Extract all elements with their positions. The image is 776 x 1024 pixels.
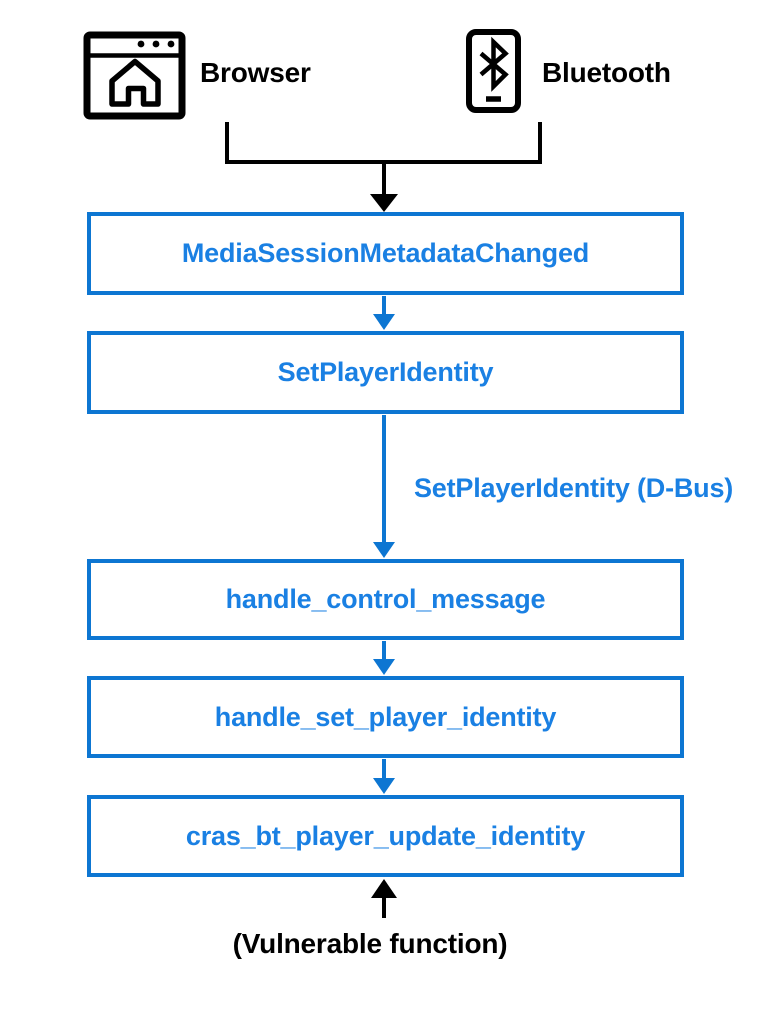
browser-label: Browser (200, 57, 311, 88)
browser-window-icon (83, 31, 186, 120)
arrow-box3-box4 (373, 641, 395, 675)
bluetooth-label: Bluetooth (542, 57, 671, 88)
vulnerable-function-label: (Vulnerable function) (232, 928, 508, 959)
node-cras-bt-player-update-identity: cras_bt_player_update_identity (87, 795, 684, 877)
arrow-box4-box5 (373, 759, 395, 794)
node-handle-control-message: handle_control_message (87, 559, 684, 640)
node-handle-set-player-identity: handle_set_player_identity (87, 676, 684, 758)
vulnerable-pointer-arrow (371, 879, 397, 918)
arrow-box1-box2 (373, 296, 395, 330)
arrow-box2-box3-dbus (373, 415, 395, 558)
node-set-player-identity: SetPlayerIdentity (87, 331, 684, 414)
merge-bracket (225, 122, 542, 196)
dbus-edge-label: SetPlayerIdentity (D-Bus) (414, 473, 734, 503)
bluetooth-phone-icon (466, 29, 521, 113)
merge-arrowhead (370, 194, 398, 212)
node-media-session-metadata-changed: MediaSessionMetadataChanged (87, 212, 684, 295)
